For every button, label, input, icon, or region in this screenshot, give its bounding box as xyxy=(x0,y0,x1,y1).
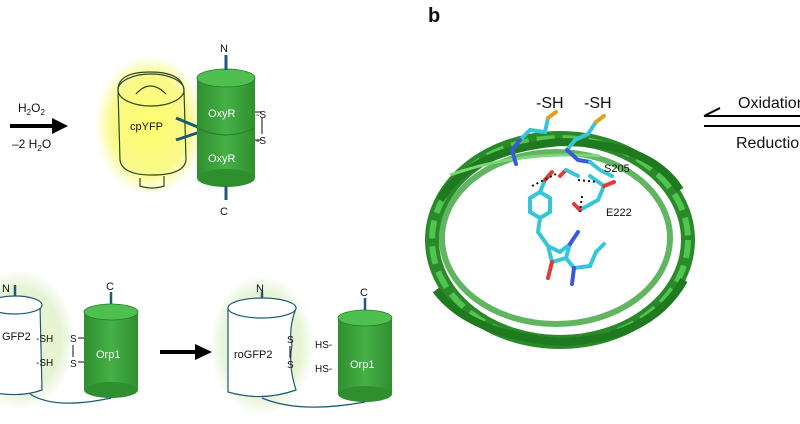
residue-s205: S205 xyxy=(604,163,630,175)
c-terminus-label: C xyxy=(220,206,228,218)
right-orp1-c-label: C xyxy=(360,287,368,299)
right-orp1-label: Orp1 xyxy=(350,359,374,371)
left-n-label: N xyxy=(2,283,10,295)
left-orp1 xyxy=(83,303,139,398)
linker xyxy=(175,116,201,142)
reduction-label: Reduction xyxy=(736,135,800,152)
right-s2: S xyxy=(287,360,294,371)
right-hs1: HS- xyxy=(315,340,332,351)
left-rogfp2-barrel xyxy=(0,295,43,396)
left-rogfp2-label: GFP2 xyxy=(2,331,31,343)
left-s2: S xyxy=(70,359,77,370)
left-bond-ticks xyxy=(78,337,84,363)
reaction-arrow xyxy=(160,344,212,360)
panel-b-label: b xyxy=(428,5,440,27)
left-linker xyxy=(29,393,112,404)
right-hs2: HS- xyxy=(315,364,332,375)
oxidant-label: H2O2 xyxy=(18,101,45,117)
cpyfp-glow xyxy=(95,55,205,195)
right-rogfp2-label: roGFP2 xyxy=(234,349,273,361)
cpyfp-label: cpYFP xyxy=(130,121,163,133)
cpyfp-barrel xyxy=(117,71,187,189)
left-orp1-label: Orp1 xyxy=(96,349,120,361)
right-s1: S xyxy=(287,335,294,346)
beta-barrel-ribbon xyxy=(425,131,695,349)
disulfide-s1: -S xyxy=(256,110,266,121)
right-rogfp2-barrel xyxy=(227,297,297,398)
panel-rogfp2-orp1: N GFP2 -SH -SH S S C Orp1 N xyxy=(0,270,393,415)
oxidation-label: Oxidation xyxy=(738,95,800,112)
oxyr-dimer xyxy=(196,68,256,187)
panel-b: b xyxy=(425,5,800,349)
left-orp1-c-label: C xyxy=(106,281,114,293)
n-terminus-label: N xyxy=(220,43,228,55)
oxyr-label-2: OxyR xyxy=(208,153,236,165)
chromophore-sticks xyxy=(509,110,616,286)
sh-right-label: -SH xyxy=(584,95,612,112)
disulfide-s2: -S xyxy=(256,136,266,147)
panel-a: H2O2 –2 H2O cpYFP OxyR OxyR xyxy=(10,43,266,218)
oxidation-arrow xyxy=(10,118,68,134)
oxyr-label-1: OxyR xyxy=(208,108,236,120)
hydrogen-bonds xyxy=(531,173,599,213)
right-linker xyxy=(261,397,366,408)
left-sh1: -SH xyxy=(36,334,53,345)
right-orp1 xyxy=(337,309,393,402)
sh-left-label: -SH xyxy=(536,95,564,112)
residue-e222: E222 xyxy=(606,207,632,219)
byproduct-label: –2 H2O xyxy=(12,137,51,153)
left-s1: S xyxy=(70,334,77,345)
disulfide-bond xyxy=(255,111,263,141)
left-sh2: -SH xyxy=(36,358,53,369)
equilibrium-arrows xyxy=(703,107,800,127)
right-n-label: N xyxy=(256,283,264,295)
